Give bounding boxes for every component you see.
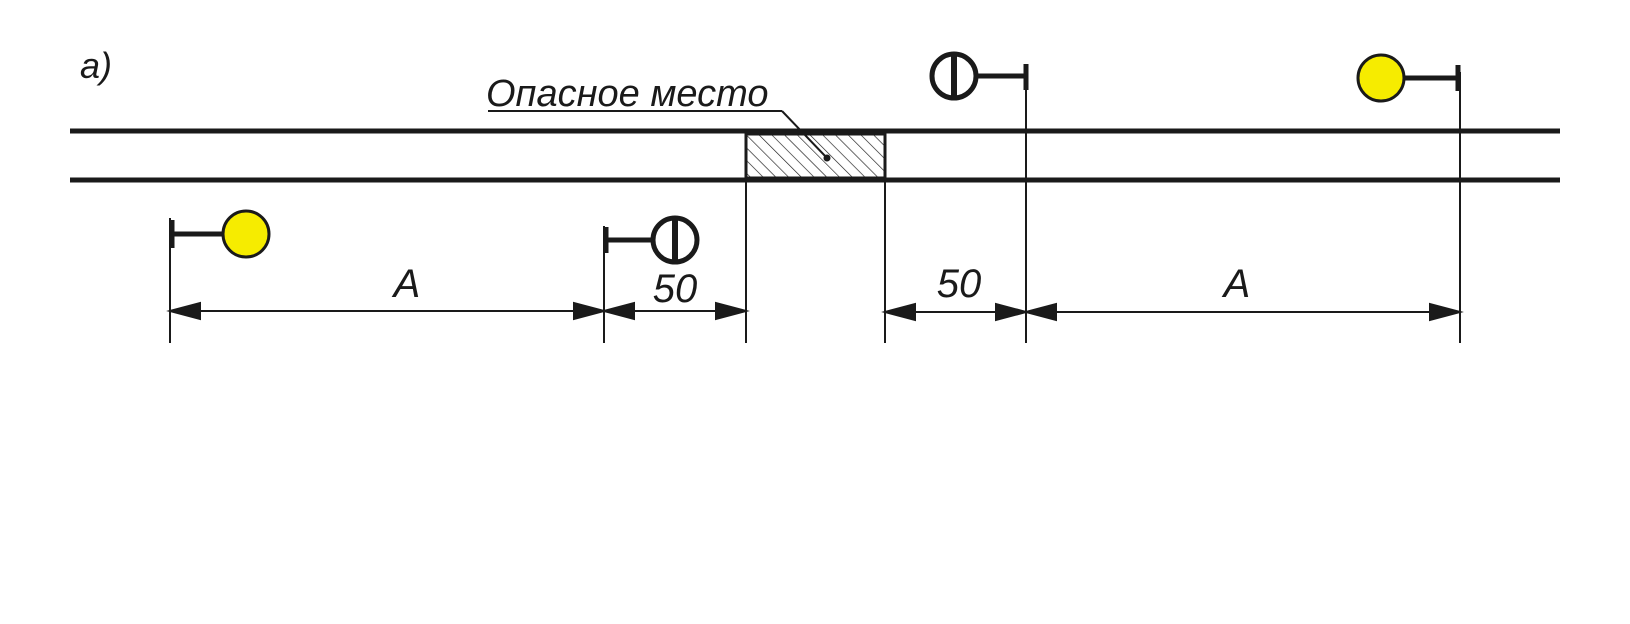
yellow-signal-icon xyxy=(1356,53,1406,103)
arrowhead xyxy=(166,301,201,321)
dim-label-left-far: А xyxy=(392,262,421,306)
dim-label-right-near: 50 xyxy=(937,262,982,306)
hazard-leader xyxy=(488,110,828,159)
yellow-signal-icon xyxy=(221,209,271,259)
arrowhead xyxy=(715,301,750,321)
right-far-signal xyxy=(1356,53,1461,103)
hazard-zone xyxy=(744,132,887,180)
dim-label-left-near: 50 xyxy=(653,267,698,311)
arrowhead xyxy=(995,302,1030,322)
track xyxy=(70,128,1560,183)
arrowhead xyxy=(573,301,608,321)
left-far-signal xyxy=(169,209,271,259)
dimension-lines xyxy=(166,301,1464,322)
extension-lines xyxy=(169,72,1461,343)
dim-label-right-far: А xyxy=(1222,262,1251,306)
right-near-signal xyxy=(929,51,1029,101)
hazard-leader-dot xyxy=(823,154,831,162)
arrowhead xyxy=(881,302,916,322)
hazard-label: Опасное место xyxy=(486,73,768,115)
panel-label: а) xyxy=(80,45,112,86)
arrowhead xyxy=(1429,302,1464,322)
arrowhead xyxy=(1022,302,1057,322)
arrowhead xyxy=(600,301,635,321)
left-near-signal xyxy=(603,215,700,265)
